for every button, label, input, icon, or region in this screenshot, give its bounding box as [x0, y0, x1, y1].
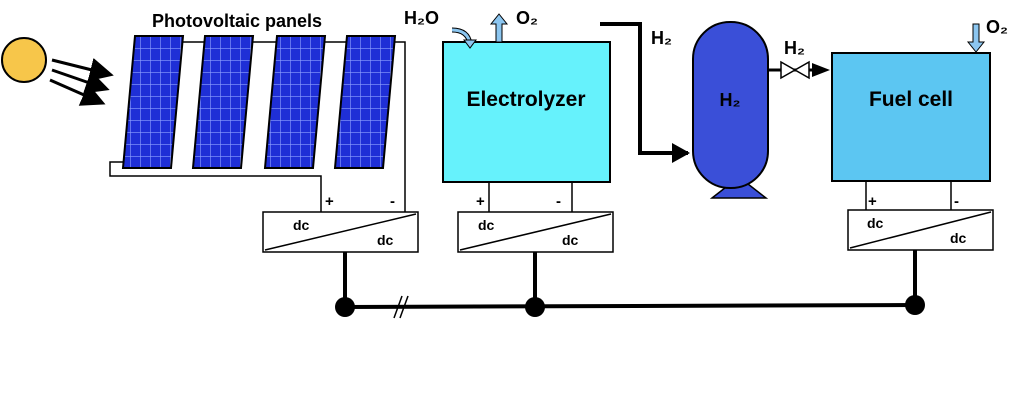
o2-out-label: O₂ — [516, 8, 538, 28]
electrolyzer-plus-sign: + — [476, 193, 485, 210]
dc-dc-converter-fuel-cell: dc dc — [847, 209, 994, 251]
fuel-cell-minus-sign: - — [954, 193, 959, 210]
oxygen-inlet-arrow — [966, 23, 986, 53]
pv-panels-title: Photovoltaic panels — [152, 11, 322, 31]
h2o-label: H₂O — [404, 8, 439, 28]
converter-label-top: dc — [478, 217, 495, 233]
converter-label-bottom: dc — [377, 232, 394, 248]
electrolyzer-minus-sign: - — [556, 193, 561, 210]
fuel-cell-label: Fuel cell — [869, 88, 953, 111]
dc-dc-converter-pv: dc dc — [262, 211, 419, 253]
oxygen-outlet-arrow — [489, 13, 509, 43]
dc-bus — [335, 250, 925, 319]
fuel-cell-plus-sign: + — [868, 193, 877, 210]
fuel-cell-box — [831, 52, 991, 182]
electrolyzer-label: Electrolyzer — [466, 88, 585, 111]
converter-label-top: dc — [867, 215, 884, 231]
hydrogen-pipe — [600, 22, 688, 155]
h2-valve-label: H₂ — [784, 38, 805, 58]
pv-plus-sign: + — [325, 193, 334, 210]
converter-label-bottom: dc — [950, 230, 967, 246]
o2-in-label: O₂ — [986, 17, 1008, 37]
h2-tank-label: H₂ — [720, 90, 741, 110]
dc-dc-converter-electrolyzer: dc dc — [457, 211, 614, 253]
converter-label-top: dc — [293, 217, 310, 233]
sunlight-arrows — [49, 57, 114, 106]
h2-pipe-label: H₂ — [651, 28, 672, 48]
pv-panel — [121, 35, 185, 169]
pv-minus-sign: - — [390, 193, 395, 210]
electrolyzer-box — [442, 41, 611, 183]
pv-panel-array — [121, 35, 397, 169]
hydrogen-tank — [692, 21, 769, 199]
converter-label-bottom: dc — [562, 232, 579, 248]
valve-icon — [780, 60, 810, 80]
sun-icon — [1, 37, 47, 83]
pv-wiring — [109, 41, 406, 212]
pv-panel — [333, 35, 397, 169]
pv-panel — [263, 35, 327, 169]
pv-panel — [191, 35, 255, 169]
